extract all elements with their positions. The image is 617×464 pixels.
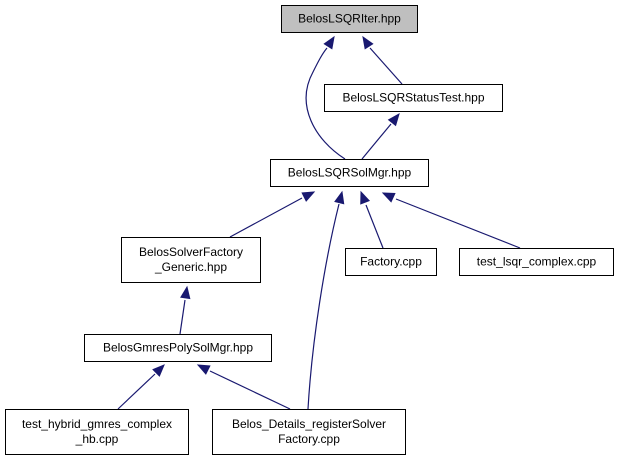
node-test-hybrid-gmres[interactable]: test_hybrid_gmres_complex_hb.cpp — [5, 409, 189, 455]
node-lsqr-iter[interactable]: BelosLSQRIter.hpp — [281, 5, 418, 33]
edge-line — [395, 198, 521, 249]
edge-line — [365, 204, 384, 249]
edge-line — [369, 47, 403, 85]
node-box[interactable] — [324, 84, 503, 112]
node-box[interactable] — [5, 409, 189, 455]
edge-line — [305, 47, 346, 160]
edge-details_register-to-gmres_poly_sol_mgr — [196, 364, 291, 410]
edge-details_register-to-lsqr_sol_mgr — [307, 190, 345, 410]
nodes-layer: BelosLSQRIter.hppBelosLSQRStatusTest.hpp… — [5, 5, 614, 455]
node-label: BelosLSQRIter.hpp — [298, 12, 401, 26]
edge-lsqr_status_test-to-lsqr_iter — [362, 35, 403, 85]
arrowhead — [301, 191, 316, 202]
node-box[interactable] — [281, 5, 418, 33]
arrowhead — [334, 190, 345, 205]
edges-layer — [117, 35, 521, 410]
edge-gmres_poly_sol_mgr-to-solver_factory_generic — [179, 285, 191, 335]
arrowhead — [152, 364, 165, 377]
edge-test_hybrid_gmres-to-gmres_poly_sol_mgr — [117, 364, 165, 410]
node-box[interactable] — [84, 334, 272, 362]
arrowhead — [323, 35, 335, 50]
node-label: Factory.cpp — [278, 432, 340, 446]
node-box[interactable] — [270, 159, 429, 187]
arrowhead — [180, 285, 191, 300]
node-solver-factory-generic[interactable]: BelosSolverFactory_Generic.hpp — [121, 237, 261, 283]
node-lsqr-sol-mgr[interactable]: BelosLSQRSolMgr.hpp — [270, 159, 429, 187]
edge-factory_cpp-to-lsqr_sol_mgr — [360, 190, 384, 249]
node-label: _hb.cpp — [75, 432, 119, 446]
node-factory-cpp[interactable]: Factory.cpp — [345, 248, 437, 276]
node-label: _Generic.hpp — [154, 260, 227, 274]
node-box[interactable] — [345, 248, 437, 276]
node-label: test_hybrid_gmres_complex — [22, 417, 172, 431]
edge-solver_factory_generic-to-lsqr_sol_mgr — [229, 191, 316, 238]
node-label: BelosLSQRStatusTest.hpp — [342, 91, 484, 105]
edge-line — [361, 123, 392, 160]
node-box[interactable] — [459, 248, 614, 276]
node-label: Belos_Details_registerSolver — [232, 417, 386, 431]
arrowhead — [360, 190, 371, 205]
edge-line — [307, 203, 340, 410]
edge-line — [179, 299, 186, 335]
edge-line — [117, 373, 156, 410]
node-gmres-poly-sol-mgr[interactable]: BelosGmresPolySolMgr.hpp — [84, 334, 272, 362]
edge-test_lsqr_complex-to-lsqr_sol_mgr — [381, 192, 521, 249]
node-box[interactable] — [121, 237, 261, 283]
edge-line — [209, 370, 291, 410]
arrowhead — [381, 192, 396, 203]
node-box[interactable] — [212, 409, 406, 455]
node-test-lsqr-complex[interactable]: test_lsqr_complex.cpp — [459, 248, 614, 276]
edge-line — [229, 197, 303, 238]
arrowhead — [387, 112, 400, 127]
edge-lsqr_sol_mgr-to-lsqr_status_test — [361, 112, 400, 160]
edge-lsqr_sol_mgr-to-lsqr_iter — [305, 35, 346, 160]
arrowhead — [362, 35, 374, 50]
node-label: Factory.cpp — [360, 255, 422, 269]
node-label: test_lsqr_complex.cpp — [477, 255, 597, 269]
arrowhead — [196, 364, 211, 375]
node-lsqr-status-test[interactable]: BelosLSQRStatusTest.hpp — [324, 84, 503, 112]
node-label: BelosLSQRSolMgr.hpp — [288, 166, 412, 180]
node-label: BelosGmresPolySolMgr.hpp — [103, 341, 253, 355]
node-label: BelosSolverFactory — [139, 245, 243, 259]
